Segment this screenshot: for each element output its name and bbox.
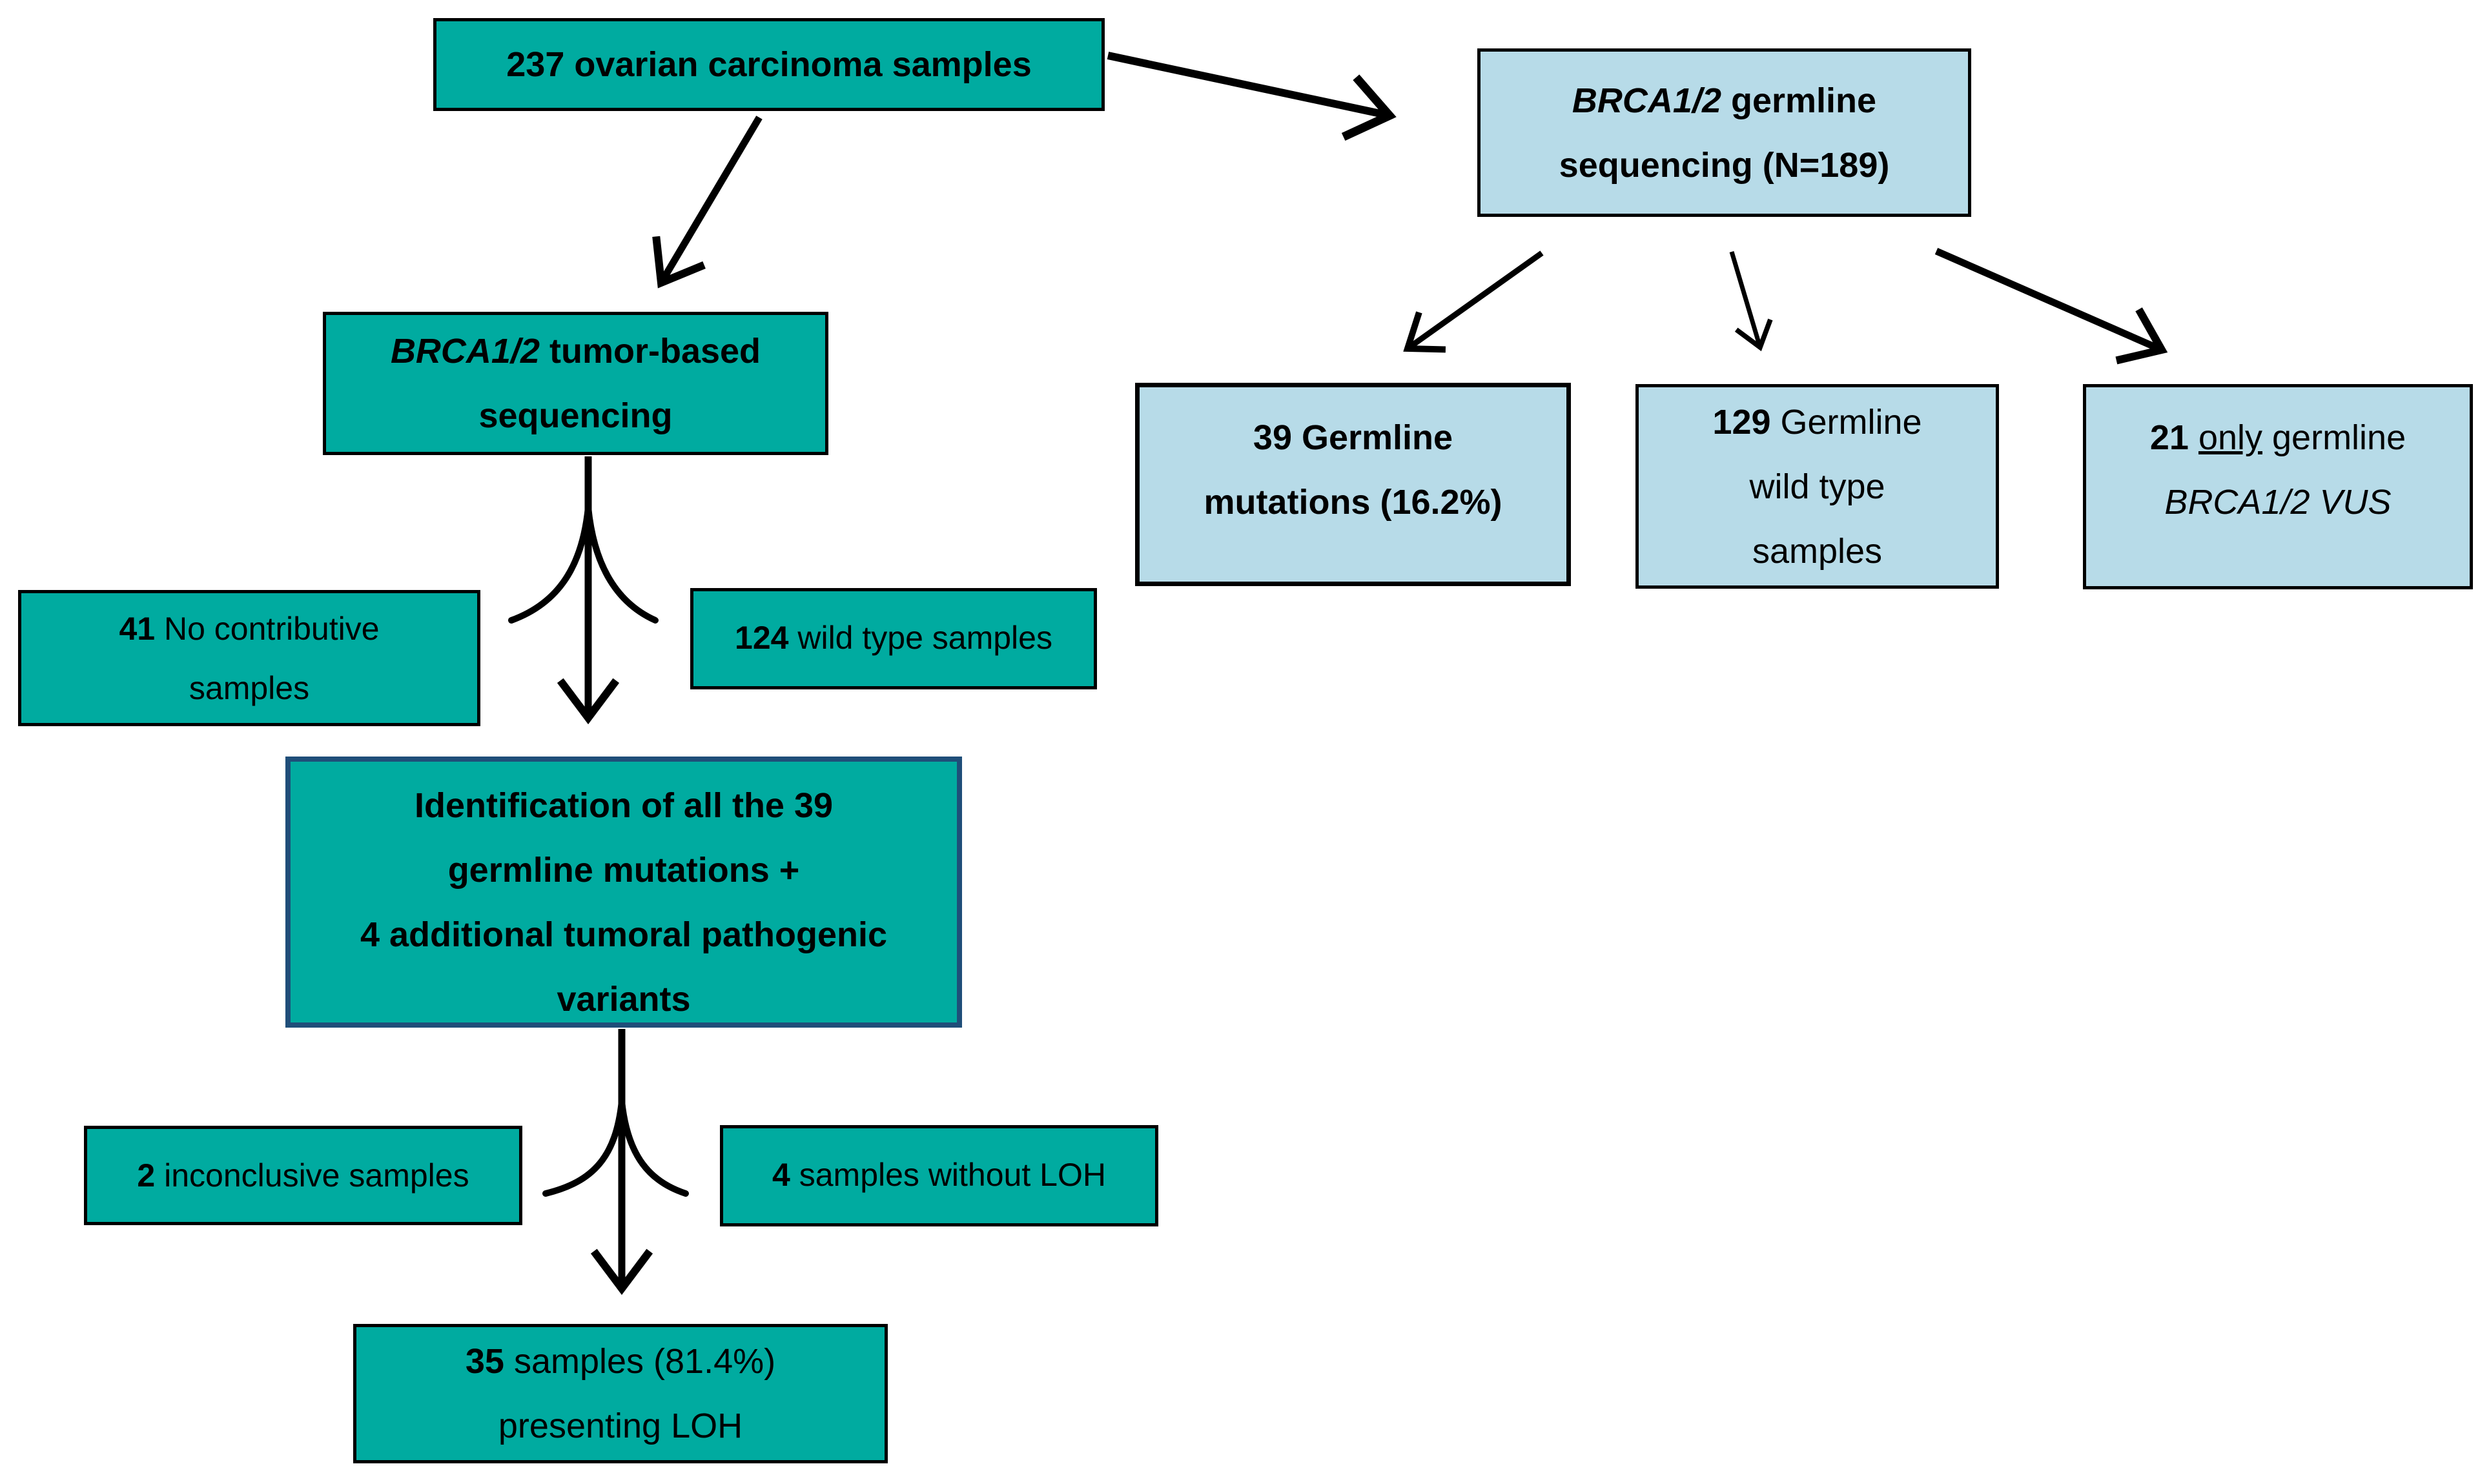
text-line: germline mutations + (448, 838, 800, 902)
text-line: BRCA1/2 tumor-based (391, 319, 761, 383)
text-run: 237 ovarian carcinoma samples (506, 45, 1032, 84)
text-run: only (2198, 418, 2263, 457)
arrow-germline-to-21-vus (1934, 247, 2168, 365)
text-line: 129 Germline (1712, 390, 1921, 454)
text-run: wild type samples (788, 620, 1052, 656)
box-237-ovarian-carcinoma-samples: 237 ovarian carcinoma samples (433, 18, 1105, 111)
text-line: samples (189, 658, 309, 718)
box-39-germline-mutations: 39 Germline mutations (16.2%) (1135, 383, 1571, 586)
fork-left-branch-curve (542, 1098, 625, 1197)
text-run: BRCA1/2 (1572, 81, 1721, 120)
text-run: 41 (119, 610, 156, 647)
text-run: BRCA1/2 VUS (2164, 483, 2392, 522)
fork-tumor-seq-to-identification (508, 456, 659, 725)
text-run: samples without LOH (790, 1157, 1106, 1193)
text-run: sequencing (N=189) (1559, 145, 1890, 185)
text-line: wild type (1749, 454, 1885, 519)
arrow-germline-to-39-mutations (1403, 250, 1544, 353)
fork-right-branch-curve (585, 504, 659, 624)
text-line: Identification of all the 39 (415, 773, 833, 838)
text-line: presenting LOH (498, 1394, 743, 1458)
box-129-germline-wild-type: 129 Germline wild type samples (1635, 384, 1999, 589)
fork-right-branch-curve (619, 1098, 689, 1197)
text-run: samples (1752, 531, 1883, 571)
text-line: 124 wild type samples (735, 605, 1052, 670)
text-run: tumor-based (540, 332, 761, 371)
box-identification-39-germline-plus-4-tumoral: Identification of all the 39 germline mu… (285, 757, 962, 1028)
text-line: BRCA1/2 germline (1572, 68, 1876, 133)
text-run: 39 Germline (1253, 418, 1453, 457)
arrow-237-to-tumor-seq (652, 116, 763, 289)
text-run: 35 (465, 1342, 504, 1381)
text-line: BRCA1/2 VUS (2164, 470, 2391, 534)
text-run: No contributive (155, 610, 380, 647)
text-line: 35 samples (81.4%) (466, 1329, 775, 1394)
fork-identification-to-loh35 (542, 1029, 689, 1296)
box-35-samples-presenting-loh: 35 samples (81.4%) presenting LOH (353, 1324, 888, 1463)
text-line: mutations (16.2%) (1204, 470, 1502, 534)
text-run: Germline (1770, 402, 1922, 442)
arrow-237-to-germline-seq (1107, 52, 1397, 141)
text-line: 41 No contributive (119, 599, 379, 658)
text-run: Identification of all the 39 (414, 786, 834, 825)
text-run: variants (557, 980, 691, 1019)
text-line: sequencing (478, 383, 672, 448)
text-line: 2 inconclusive samples (137, 1143, 469, 1208)
text-run: 2 (137, 1157, 156, 1194)
box-2-inconclusive-samples: 2 inconclusive samples (84, 1126, 522, 1225)
text-run: mutations (16.2%) (1204, 483, 1502, 522)
fork-left-branch-curve (508, 504, 591, 624)
text-run: germline (2262, 418, 2406, 457)
text-run: 4 additional tumoral pathogenic (360, 915, 888, 954)
box-4-samples-without-loh: 4 samples without LOH (720, 1125, 1158, 1226)
text-run: germline mutations + (447, 851, 800, 889)
text-run: 124 (735, 620, 789, 656)
text-run: presenting LOH (498, 1407, 743, 1445)
box-brca12-germline-sequencing: BRCA1/2 germline sequencing (N=189) (1477, 48, 1971, 217)
text-run: BRCA1/2 (390, 332, 540, 371)
text-run: samples (81.4%) (504, 1342, 776, 1381)
text-run: 21 (2149, 418, 2198, 457)
box-brca12-tumor-based-sequencing: BRCA1/2 tumor-based sequencing (323, 312, 828, 455)
text-line: 21 only germline (2150, 405, 2406, 470)
text-run: sequencing (478, 396, 673, 435)
text-run: germline (1721, 81, 1877, 120)
text-line: variants (557, 967, 690, 1032)
text-run: 129 (1712, 402, 1771, 442)
text-run: wild type (1749, 467, 1885, 506)
text-line: 237 ovarian carcinoma samples (506, 32, 1031, 97)
text-line: 4 samples without LOH (772, 1143, 1106, 1207)
text-line: sequencing (N=189) (1559, 133, 1890, 198)
box-21-only-germline-vus: 21 only germline BRCA1/2 VUS (2083, 384, 2473, 589)
box-41-no-contributive-samples: 41 No contributive samples (18, 590, 480, 726)
text-line: 39 Germline (1253, 405, 1453, 470)
text-line: 4 additional tumoral pathogenic (360, 902, 887, 967)
text-line: samples (1752, 519, 1882, 584)
arrow-germline-to-129-wild-type (1729, 251, 1773, 352)
text-run: 4 (772, 1157, 790, 1193)
box-124-wild-type-samples: 124 wild type samples (690, 588, 1097, 689)
text-run: inconclusive samples (155, 1157, 469, 1194)
text-run: samples (189, 669, 310, 706)
